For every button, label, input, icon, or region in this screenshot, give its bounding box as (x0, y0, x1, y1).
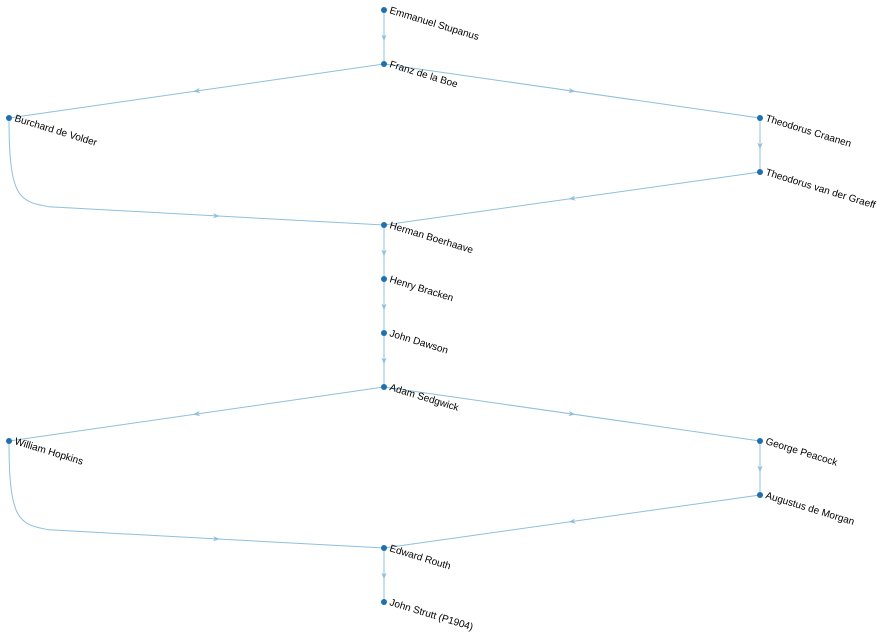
edge-arrow-icon (193, 87, 201, 94)
edge-arrow-icon (381, 34, 387, 42)
edge-line (8, 117, 385, 226)
node-theodorus-van-der-graeff[interactable]: Theodorus van der Graeff (757, 167, 877, 211)
node-label: Burchard de Volder (13, 113, 99, 149)
edge-dawson-to-sedgwick (381, 333, 387, 387)
node-emmanuel-stupanus[interactable]: Emmanuel Stupanus (381, 5, 480, 43)
node-herman-boerhaave[interactable]: Herman Boerhaave (381, 220, 475, 256)
node-dot[interactable] (381, 276, 387, 282)
edge-arrow-icon (568, 195, 576, 201)
edge-bracken-to-dawson (381, 279, 387, 333)
edge-arrow-icon (381, 249, 387, 257)
edge-routh-to-strutt (381, 548, 387, 602)
node-franz-de-la-boe[interactable]: Franz de la Boe (381, 59, 459, 91)
node-george-peacock[interactable]: George Peacock (757, 436, 840, 469)
node-label: Theodorus van der Graeff (764, 167, 877, 211)
edge-devolder-to-boerhaave (8, 117, 385, 226)
node-edward-routh[interactable]: Edward Routh (381, 543, 452, 572)
node-label: William Hopkins (13, 436, 84, 467)
node-augustus-de-morgan[interactable]: Augustus de Morgan (757, 490, 856, 528)
node-william-hopkins[interactable]: William Hopkins (6, 436, 84, 468)
node-dot[interactable] (757, 438, 763, 444)
edge-hopkins-to-routh (8, 440, 385, 549)
node-dot[interactable] (381, 7, 387, 13)
node-john-dawson[interactable]: John Dawson (381, 328, 449, 357)
node-label: George Peacock (764, 436, 839, 469)
edge-arrow-icon (568, 87, 576, 94)
node-theodorus-craanen[interactable]: Theodorus Craanen (757, 113, 852, 150)
edge-arrow-icon (568, 518, 576, 524)
node-label: John Strutt (P1904) (388, 597, 474, 633)
edge-peacock-to-demorgan (757, 441, 763, 495)
node-label: Augustus de Morgan (764, 490, 855, 527)
node-dot[interactable] (757, 115, 763, 121)
edge-arrow-icon (212, 536, 220, 542)
node-label: Edward Routh (388, 543, 452, 572)
node-henry-bracken[interactable]: Henry Bracken (381, 274, 455, 304)
node-dot[interactable] (381, 384, 387, 390)
node-dot[interactable] (6, 438, 12, 444)
edge-demorgan-to-routh (383, 494, 761, 549)
edges-layer (8, 10, 763, 602)
edge-arrow-icon (568, 410, 576, 417)
edge-sedgwick-to-peacock (383, 386, 761, 442)
node-dot[interactable] (381, 61, 387, 67)
edge-arrow-icon (757, 465, 763, 473)
node-burchard-de-volder[interactable]: Burchard de Volder (6, 113, 99, 149)
node-dot[interactable] (6, 115, 12, 121)
node-label: John Dawson (388, 328, 449, 356)
edge-arrow-icon (381, 357, 387, 365)
edge-arrow-icon (212, 213, 220, 219)
node-label: Franz de la Boe (388, 59, 459, 90)
node-adam-sedgwick[interactable]: Adam Sedgwick (381, 382, 461, 414)
edge-arrow-icon (193, 410, 201, 417)
node-dot[interactable] (381, 222, 387, 228)
edge-arrow-icon (381, 572, 387, 580)
edge-craanen-to-vandergraeff (757, 118, 763, 172)
node-john-strutt-p1904[interactable]: John Strutt (P1904) (381, 597, 474, 633)
edge-deleboe-to-devolder (8, 63, 385, 119)
node-label: Adam Sedgwick (388, 382, 461, 414)
edge-boerhaave-to-bracken (381, 225, 387, 279)
edge-line (8, 440, 385, 549)
edge-arrow-icon (381, 303, 387, 311)
node-dot[interactable] (381, 330, 387, 336)
node-label: Herman Boerhaave (388, 220, 475, 256)
edge-arrow-icon (757, 142, 763, 150)
edge-deleboe-to-craanen (383, 63, 761, 119)
node-dot[interactable] (381, 545, 387, 551)
edge-stupanus-to-deleboe (381, 10, 387, 64)
node-label: Henry Bracken (388, 274, 454, 304)
node-label: Emmanuel Stupanus (388, 5, 480, 43)
node-dot[interactable] (381, 599, 387, 605)
node-label: Theodorus Craanen (764, 113, 852, 150)
edge-vandergraeff-to-boerhaave (383, 171, 761, 226)
node-dot[interactable] (757, 169, 763, 175)
edge-sedgwick-to-hopkins (8, 386, 385, 442)
node-dot[interactable] (757, 492, 763, 498)
